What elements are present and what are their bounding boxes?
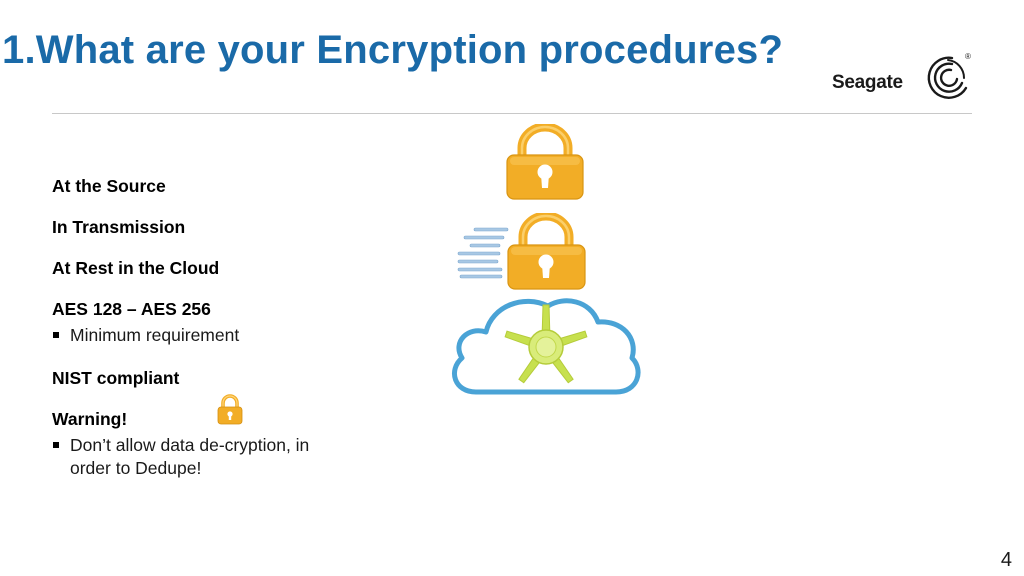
- page-number: 4: [1000, 549, 1012, 571]
- logo-text: Seagate: [832, 72, 903, 93]
- bullet-text: Minimum requirement: [70, 325, 240, 345]
- bullet-square-icon: [53, 442, 59, 448]
- heading-warning: Warning!: [52, 409, 128, 429]
- bullet-text: Don’t allow data de-cryption, in order t…: [70, 435, 310, 478]
- slide-title: 1.What are your Encryption procedures?: [2, 28, 784, 72]
- header-divider: [52, 113, 972, 114]
- seagate-swirl-icon: [927, 56, 968, 99]
- padlock-source-icon: [506, 124, 584, 200]
- bullet-no-decryption: Don’t allow data de-cryption, in order t…: [52, 434, 352, 480]
- content-list: At the Source In Transmission At Rest in…: [52, 176, 372, 480]
- padlock-icon: [217, 394, 243, 425]
- cloud-vault-icon: [451, 298, 641, 395]
- heading-at-the-source: At the Source: [52, 176, 166, 196]
- bullet-minimum-requirement: Minimum requirement: [52, 324, 372, 368]
- heading-aes: AES 128 – AES 256: [52, 299, 211, 319]
- heading-nist: NIST compliant: [52, 368, 180, 388]
- heading-at-rest: At Rest in the Cloud: [52, 258, 220, 278]
- seagate-logo: Seagate ®: [832, 52, 977, 102]
- heading-in-transmission: In Transmission: [52, 217, 186, 237]
- bullet-square-icon: [53, 332, 59, 338]
- padlock-with-speed-lines-icon: [457, 213, 586, 290]
- registered-mark: ®: [965, 52, 971, 61]
